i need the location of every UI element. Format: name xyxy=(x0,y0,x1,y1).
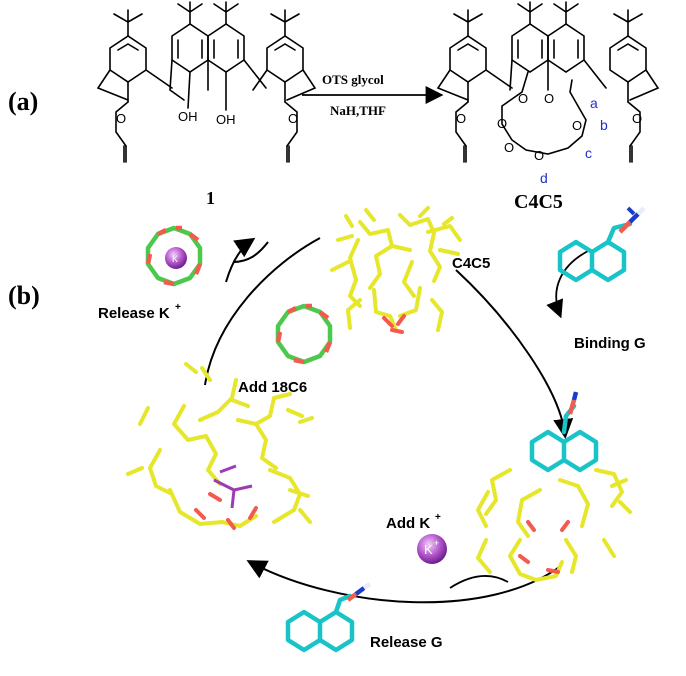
o-c4c5-3: O xyxy=(544,91,554,106)
position-a: a xyxy=(590,95,598,111)
c4c5-3d-model xyxy=(332,208,460,332)
o-c4c5-8: O xyxy=(632,111,642,126)
reagent-top: OTS glycol xyxy=(322,72,384,87)
crown-ether-18c6 xyxy=(278,306,330,362)
o-c4c5-2: O xyxy=(518,91,528,106)
o-label-left: O xyxy=(116,111,126,126)
k-ion-label: K xyxy=(424,542,433,557)
binding-g-label: Binding G xyxy=(574,335,646,352)
crown-k-label: K xyxy=(172,254,178,264)
panel-a-label: (a) xyxy=(8,87,38,116)
guest-molecule-bottom xyxy=(288,584,370,650)
o-c4c5-5: O xyxy=(572,118,582,133)
potassium-ion: K + xyxy=(417,534,447,564)
o-c4c5-6: O xyxy=(504,140,514,155)
add-k-label: Add K xyxy=(386,515,430,532)
oh-left: OH xyxy=(178,109,198,124)
panel-b-label: (b) xyxy=(8,281,40,310)
position-d: d xyxy=(540,170,548,186)
oh-left-bond xyxy=(188,72,190,108)
o-c4c5-7: O xyxy=(534,148,544,163)
calixarene-structure-left xyxy=(98,2,315,162)
release-k-label: Release K xyxy=(98,305,170,322)
c4c5-model-label: C4C5 xyxy=(452,255,490,272)
guest-molecule-top xyxy=(560,208,644,280)
release-k-sup: + xyxy=(175,302,181,313)
o-c4c5-4: O xyxy=(497,116,507,131)
position-b: b xyxy=(600,117,608,133)
crown-potassium-complex: K xyxy=(148,228,200,284)
reagent-bottom: NaH,THF xyxy=(330,103,386,118)
k-ion-sup: + xyxy=(434,538,439,548)
position-c: c xyxy=(585,145,592,161)
compound-c4c5-label: C4C5 xyxy=(514,191,563,213)
add-k-sup: + xyxy=(435,512,441,523)
o-c4c5-1: O xyxy=(456,111,466,126)
compound-1-label: 1 xyxy=(206,188,215,208)
c4c5-structure xyxy=(438,2,658,162)
o-label-right: O xyxy=(288,111,298,126)
oh-right: OH xyxy=(216,112,236,127)
release-g-label: Release G xyxy=(370,634,443,651)
add-18c6-label: Add 18C6 xyxy=(238,379,307,396)
cycle-arrows xyxy=(205,225,590,610)
host-guest-complex xyxy=(478,392,630,580)
